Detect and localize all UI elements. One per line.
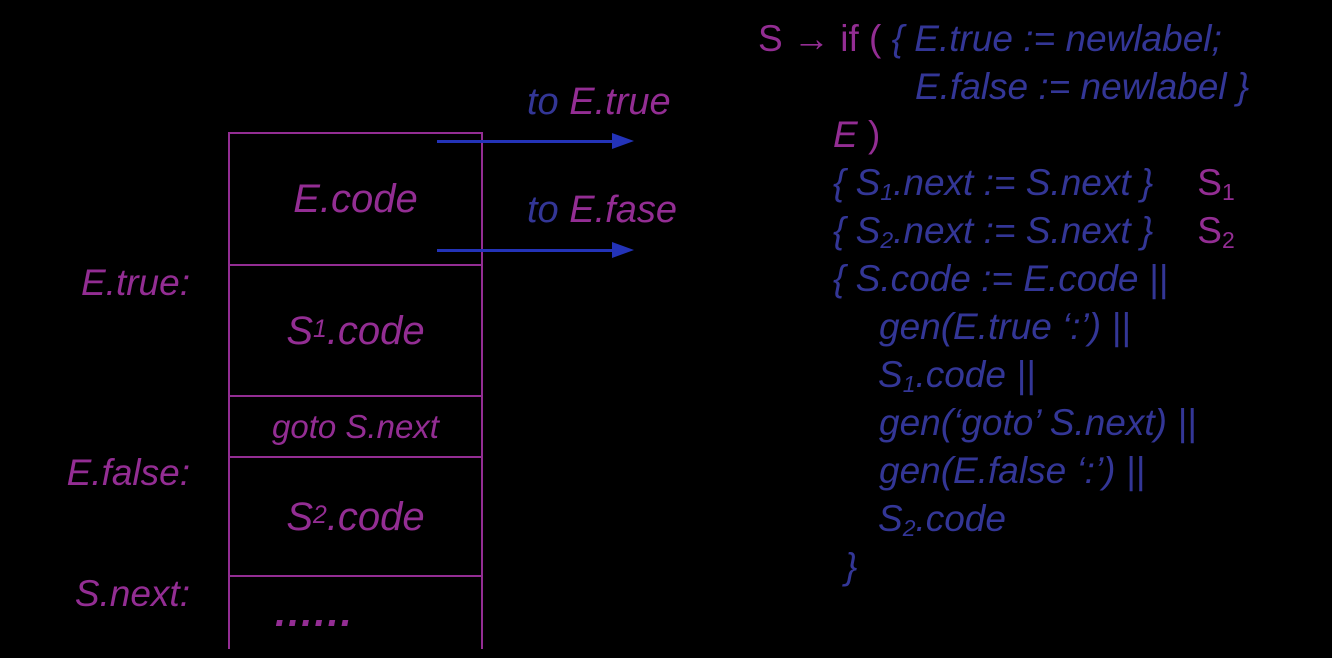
arrow-to-e-false-head [612, 242, 634, 258]
text-segment: .code [326, 308, 425, 353]
text-segment: S [286, 494, 314, 539]
label-e-false: E.false: [0, 452, 190, 495]
text-segment: .code || [915, 354, 1036, 395]
rule-s2-next: { S2.next := S.next }S2 [833, 210, 1235, 253]
text-segment: gen(‘goto’ S.next) || [879, 402, 1197, 443]
text-segment: S.next: [74, 573, 190, 614]
label-e-true: E.true: [0, 262, 190, 305]
rule-close-brace: } [845, 546, 857, 589]
cell-goto-s-next: goto S.next [230, 397, 481, 458]
text-segment: S [758, 18, 793, 59]
text-segment: { E.true := newlabel; [891, 18, 1222, 59]
text-segment: } [845, 546, 858, 587]
text-segment: E [833, 114, 858, 155]
text-segment: .code [915, 498, 1006, 539]
text-segment: S [286, 308, 314, 353]
text-segment: ) [857, 114, 881, 155]
text-segment: .next := S.next } [893, 210, 1154, 251]
text-segment: { S.code := E.code || [833, 258, 1168, 299]
arrow-to-e-false-label: to E.fase [527, 189, 677, 232]
text-segment: if ( [840, 18, 892, 59]
rule-gen-e-true: gen(E.true ‘:’) || [879, 306, 1131, 349]
text-segment: ...... [275, 591, 354, 635]
text-segment: S [878, 354, 903, 395]
arrow-to-e-true-line [437, 140, 612, 143]
text-segment: 1 [880, 179, 894, 206]
rule-gen-goto: gen(‘goto’ S.next) || [879, 402, 1196, 445]
rule-gen-e-false: gen(E.false ‘:’) || [879, 450, 1145, 493]
text-segment: to [527, 189, 570, 231]
arrow-to-e-true-head [612, 133, 634, 149]
text-segment: 1 [1221, 179, 1235, 206]
text-segment: E.fase [569, 189, 677, 231]
text-segment: { S [833, 210, 881, 251]
text-segment: .code [326, 494, 425, 539]
text-segment: 2 [1221, 227, 1235, 254]
cell-dots: ...... [230, 577, 481, 649]
rule-production-if: S → if ( { E.true := newlabel; [758, 18, 1222, 61]
rule-e-false-assign: E.false := newlabel } [915, 66, 1249, 109]
rule-s2-code: S2.code [878, 498, 1006, 541]
rule-e-close-paren: E ) [833, 114, 880, 157]
text-segment: E.true [569, 81, 671, 123]
text-segment: 2 [880, 227, 894, 254]
text-segment: gen(E.true ‘:’) || [879, 306, 1131, 347]
text-segment: S [878, 498, 903, 539]
text-segment: E.true: [81, 262, 190, 303]
cell-e-code: E.code [230, 134, 481, 266]
text-segment: .next := S.next } [893, 162, 1154, 203]
text-segment: goto S.next [272, 408, 439, 445]
text-segment: E.false: [66, 452, 190, 493]
text-segment: E.code [293, 177, 418, 221]
text-segment: { S [833, 162, 881, 203]
text-segment: E.false := newlabel } [915, 66, 1250, 107]
text-segment: 2 [902, 515, 916, 542]
arrow-to-e-false-line [437, 249, 612, 252]
text-segment: 2 [313, 502, 327, 530]
label-s-next: S.next: [0, 573, 190, 616]
text-segment: S [1197, 210, 1222, 251]
text-segment: 1 [313, 316, 327, 344]
rule-s1-code: S1.code || [878, 354, 1035, 397]
text-segment: 1 [902, 371, 916, 398]
text-segment: gen(E.false ‘:’) || [879, 450, 1145, 491]
rule-s1-next: { S1.next := S.next }S1 [833, 162, 1235, 205]
text-segment: S [1197, 162, 1222, 203]
text-segment: → [792, 18, 841, 59]
arrow-to-e-true-label: to E.true [527, 81, 671, 124]
text-segment: to [527, 81, 570, 123]
rule-s-code: { S.code := E.code || [833, 258, 1168, 301]
